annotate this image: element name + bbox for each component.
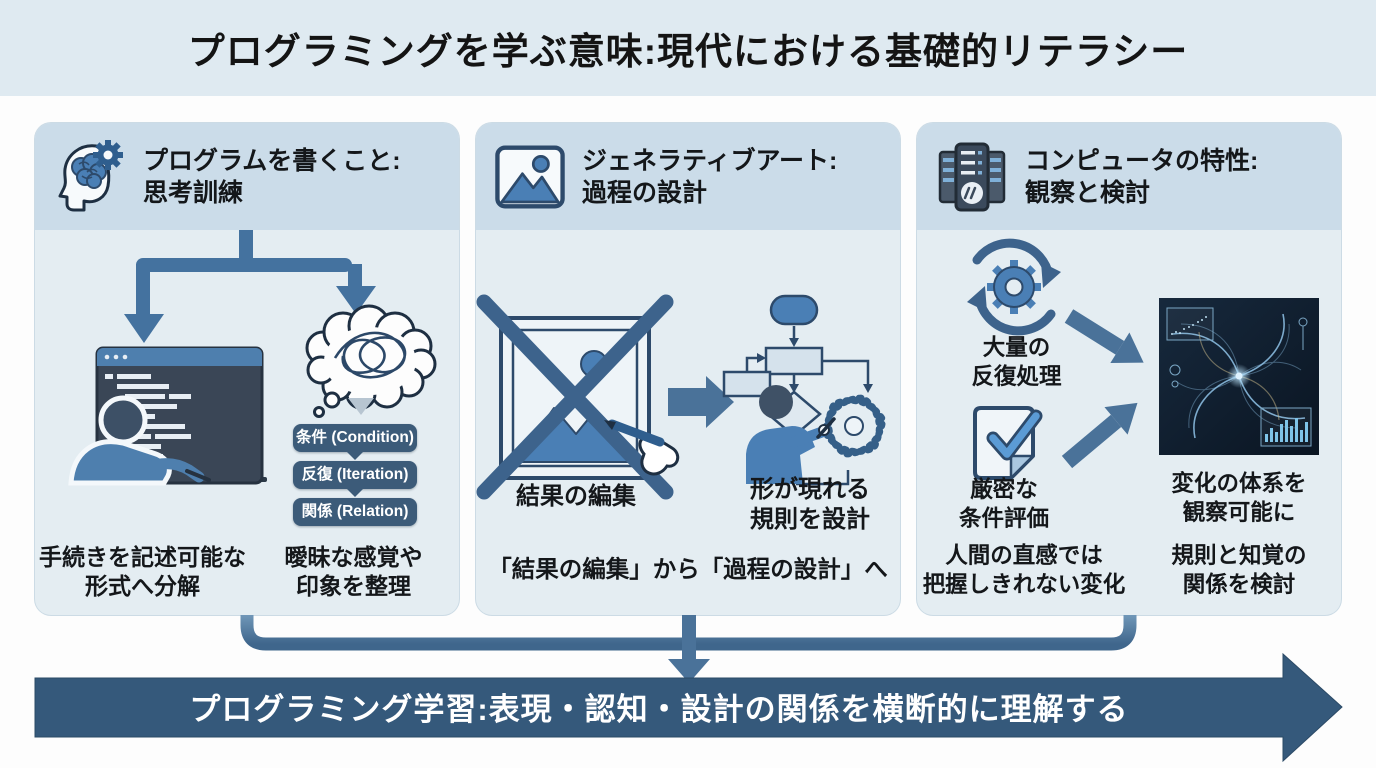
banner-text: プログラミング学習:表現・認知・設計の関係を横断的に理解する: [189, 691, 1129, 727]
check-document-icon: [973, 406, 1043, 480]
brain-gear-icon: [58, 139, 123, 211]
summary-banner-arrow: [34, 652, 1343, 763]
generative-art-image: [1159, 298, 1319, 455]
panel-computer-characteristics: コンピュータの特性: 観察と検討: [917, 123, 1341, 615]
split-arrow: [124, 230, 376, 343]
panel-generative-illustration: [476, 294, 886, 500]
page-title: プログラミングを学ぶ意味:現代における基礎的リテラシー: [187, 31, 1189, 72]
panel-computer-illustration: [967, 238, 1319, 480]
right-arrow-icon: [668, 376, 734, 428]
title-band: プログラミングを学ぶ意味:現代における基礎的リテラシー: [0, 0, 1376, 96]
label-strict-condition-eval: 厳密な 条件評価: [958, 477, 1049, 531]
small-down-triangle: [348, 398, 374, 415]
panel-writing-illustration: [68, 230, 437, 486]
generative-swirl: [822, 394, 886, 458]
caption-rules-and-perception: 規則と知覚の 関係を検討: [1171, 543, 1307, 597]
iteration-cycle-icon: [967, 238, 1061, 336]
panel-writing-programs: プログラムを書くこと: 思考訓練: [35, 123, 459, 615]
diagonal-arrow-down-right: [1064, 309, 1144, 364]
panel-writing-header: プログラムを書くこと: 思考訓練: [35, 123, 459, 230]
panel-writing-title: プログラムを書くこと: 思考訓練: [143, 146, 401, 207]
picture-icon: [495, 145, 565, 208]
concept-box-iteration: 反復 (Iteration): [293, 461, 417, 489]
concept-box-relation: 関係 (Relation): [293, 498, 417, 526]
server-icon: [938, 142, 1006, 211]
panel-generative-header: ジェネラティブアート: 過程の設計: [476, 123, 900, 230]
panel-generative-title: ジェネラティブアート: 過程の設計: [582, 146, 838, 207]
tangled-thought-cloud: [305, 304, 437, 418]
label-observe-change-system: 変化の体系を 観察可能に: [1171, 471, 1307, 525]
coding-person-illustration: [68, 346, 267, 486]
concept-box-tail: [346, 451, 364, 460]
label-rule-design: 形が現れる 規則を設計: [750, 476, 870, 534]
caption-decompose-procedures: 手続きを記述可能な 形式へ分解: [39, 544, 246, 600]
label-mass-iteration: 大量の 反復処理: [971, 335, 1062, 389]
panel-computer-title: コンピュータの特性: 観察と検討: [1025, 146, 1259, 207]
caption-organize-impressions: 曖昧な感覚や 印象を整理: [284, 544, 423, 600]
concept-box-condition: 条件 (Condition): [293, 424, 417, 452]
caption-beyond-human-intuition: 人間の直感では 把握しきれない変化: [922, 543, 1126, 597]
bottom-connector-bracket: [240, 615, 1137, 683]
caption-editing-to-process-design: 「結果の編集」から「過程の設計」へ: [488, 556, 888, 582]
label-result-editing: 結果の編集: [516, 483, 636, 510]
panel-computer-header: コンピュータの特性: 観察と検討: [917, 123, 1341, 230]
crossed-image-illustration: [476, 294, 680, 500]
concept-box-tail: [346, 488, 364, 497]
flowchart-design-illustration: [722, 294, 886, 486]
panel-generative-art: ジェネラティブアート: 過程の設計: [476, 123, 900, 615]
diagonal-arrow-up-right: [1061, 402, 1138, 469]
